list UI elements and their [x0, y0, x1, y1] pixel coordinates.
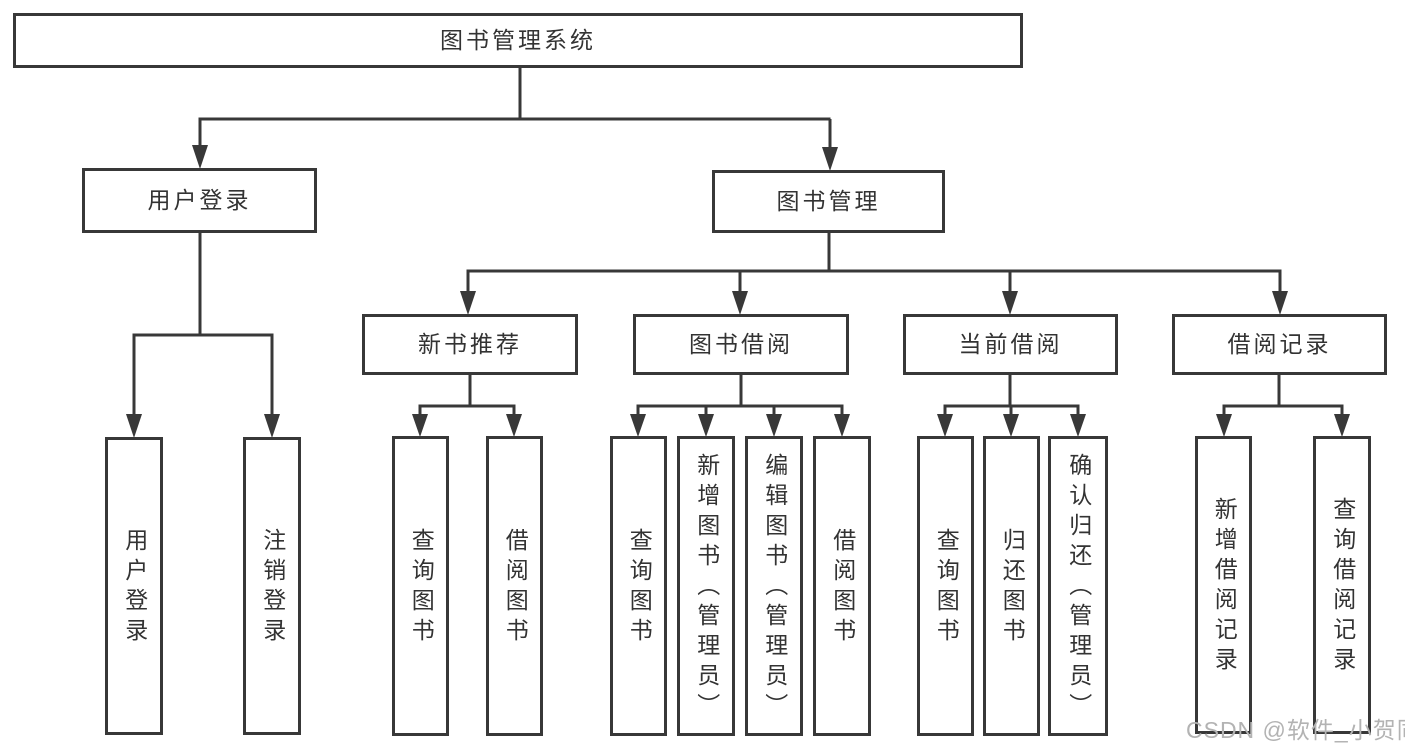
- arrowhead-g3c2: [1003, 414, 1019, 437]
- leaf-logout: 注销登录: [243, 437, 301, 735]
- node-book-borrow: 图书借阅: [633, 314, 849, 375]
- arrowheads: [126, 145, 1350, 438]
- leaf-current-return-books: 归还图书: [983, 436, 1040, 736]
- node-new-book-recommend: 新书推荐: [362, 314, 578, 375]
- arrowhead-newrec: [460, 291, 476, 315]
- node-user-login-branch: 用户登录: [82, 168, 317, 233]
- leaf-user-login: 用户登录: [105, 437, 163, 735]
- arrowhead-userlogin: [126, 414, 142, 438]
- leaf-borrow-search-books: 查询图书: [610, 436, 667, 736]
- arrowhead-g4c2: [1334, 414, 1350, 437]
- node-borrow-records: 借阅记录: [1172, 314, 1387, 375]
- leaf-newrec-search-books: 查询图书: [392, 436, 449, 736]
- arrowhead-currentgrp: [1002, 291, 1018, 315]
- leaf-borrow-borrow-books: 借阅图书: [813, 436, 871, 736]
- arrowhead-g2c4: [834, 414, 850, 437]
- csdn-watermark: CSDN @软件_小贺同学: [1186, 717, 1405, 743]
- arrowhead-g2c3: [766, 414, 782, 437]
- arrowhead-g2c1: [630, 414, 646, 437]
- arrowhead-mgmt: [822, 147, 838, 171]
- leaf-records-add-record: 新增借阅记录: [1195, 436, 1252, 734]
- arrowhead-borrowgrp: [732, 291, 748, 315]
- leaf-current-search-books: 查询图书: [917, 436, 974, 736]
- node-root: 图书管理系统: [13, 13, 1023, 68]
- leaf-newrec-borrow-books: 借阅图书: [486, 436, 543, 736]
- node-book-management-branch: 图书管理: [712, 170, 945, 233]
- arrowhead-logout: [264, 414, 280, 438]
- leaf-records-search-record: 查询借阅记录: [1313, 436, 1371, 734]
- leaf-borrow-edit-books-admin: 编辑图书（管理员）: [745, 436, 803, 736]
- arrowhead-g1c1: [412, 414, 428, 437]
- leaf-current-confirm-return-admin: 确认归还（管理员）: [1048, 436, 1108, 736]
- arrowhead-g4c1: [1216, 414, 1232, 437]
- arrowhead-g2c2: [698, 414, 714, 437]
- arrowhead-login: [192, 145, 208, 169]
- arrowhead-g3c3: [1070, 414, 1086, 437]
- arrowhead-g3c1: [937, 414, 953, 437]
- arrowhead-recordsgrp: [1272, 291, 1288, 315]
- node-current-borrow: 当前借阅: [903, 314, 1118, 375]
- leaf-borrow-add-books-admin: 新增图书（管理员）: [677, 436, 735, 736]
- arrowhead-g1c2: [506, 414, 522, 437]
